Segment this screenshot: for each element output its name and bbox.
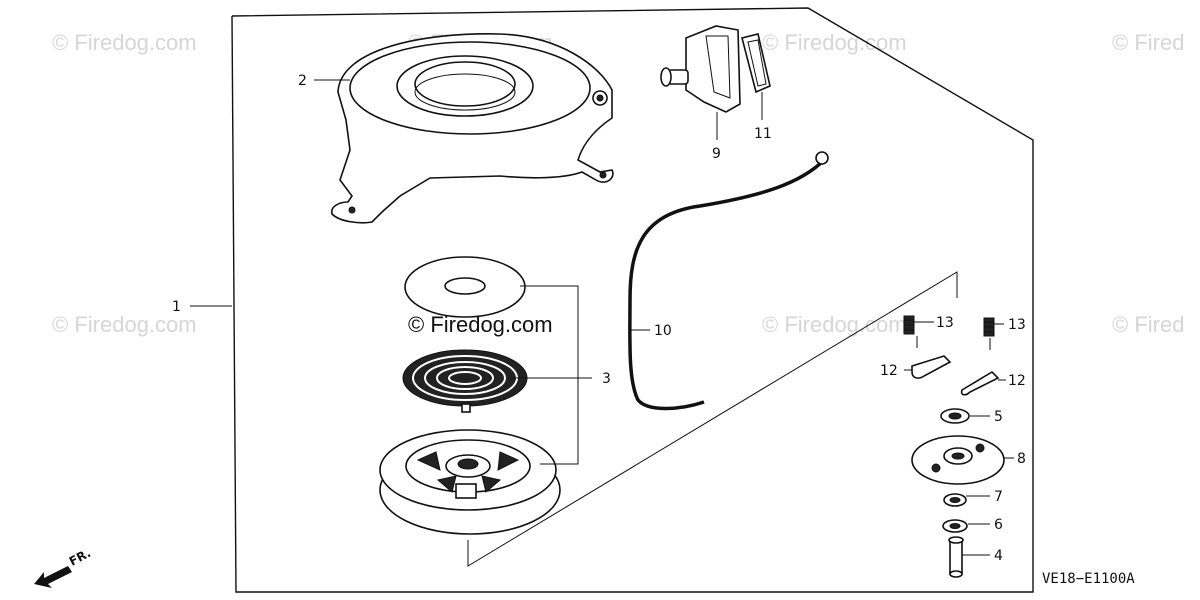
- watermark-mid-left: © Firedog.com: [52, 312, 197, 337]
- subassembly-bracket: [467, 271, 958, 567]
- callout-13b: 13: [1008, 317, 1026, 333]
- front-arrow-icon: [34, 566, 72, 588]
- ratchet-part-a: [911, 355, 952, 379]
- spring-washer-small-part: [943, 493, 967, 507]
- starter-reel-part: [379, 429, 561, 535]
- return-spring-part: [402, 349, 528, 413]
- rope-knot: [815, 151, 829, 165]
- starter-rope-part: [628, 158, 826, 411]
- assembly-outline: [231, 7, 1034, 593]
- watermark-top-right: © Fired: [1112, 30, 1184, 55]
- watermark-top-mid2: © Firedog.com: [762, 30, 907, 55]
- callout-1: 1: [172, 299, 181, 315]
- watermark-top-left: © Firedog.com: [52, 30, 197, 55]
- front-direction-indicator: FR.: [34, 546, 93, 588]
- callout-8: 8: [1017, 451, 1026, 467]
- callout-12a: 12: [880, 363, 898, 379]
- friction-washer-part: [940, 408, 970, 424]
- watermark-mid-right: © Fired: [1112, 312, 1184, 337]
- callout-9: 9: [712, 146, 721, 162]
- spring-washer-part: [404, 256, 526, 318]
- callout-2: 2: [298, 73, 307, 89]
- ratchet-guide-part: [911, 435, 1005, 485]
- callout-3: 3: [602, 371, 611, 387]
- starter-grip-part: [660, 25, 741, 113]
- ratchet-part-b: [960, 370, 1000, 396]
- callout-4: 4: [994, 548, 1003, 564]
- fan-cover-part: [330, 33, 614, 224]
- leader-3-bracket: [520, 285, 579, 465]
- callout-5: 5: [994, 409, 1003, 425]
- callout-6: 6: [994, 517, 1003, 533]
- callout-11: 11: [754, 126, 772, 142]
- grip-insert-part: [741, 33, 771, 94]
- diagram-code: VE18−E1100A: [1042, 571, 1135, 587]
- ratchet-spring-part-b: [983, 317, 995, 337]
- callout-7: 7: [994, 489, 1003, 505]
- watermark-mid-mid2: © Firedog.com: [762, 312, 907, 337]
- callout-13a: 13: [936, 315, 954, 331]
- callout-10: 10: [654, 323, 672, 339]
- front-direction-label: FR.: [67, 546, 93, 569]
- ratchet-spring-part-a: [903, 315, 915, 335]
- washer-part: [942, 519, 968, 533]
- set-bolt-part: [948, 536, 964, 578]
- callout-12b: 12: [1008, 373, 1026, 389]
